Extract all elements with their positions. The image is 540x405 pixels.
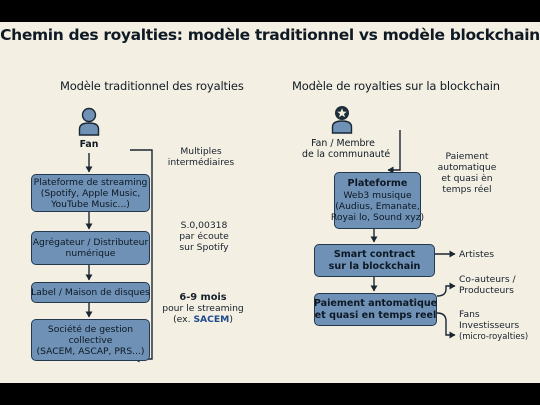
box-line: Société de gestion	[47, 323, 134, 335]
box-line: Plateforme	[347, 178, 408, 189]
box-line: numérique	[65, 248, 116, 259]
label-box: Label / Maison de disques	[31, 282, 150, 303]
box-line: sur la blockchain	[328, 260, 421, 272]
letterbox-top	[0, 0, 540, 22]
note-line: Paiement	[445, 151, 489, 162]
recipient-artists: Artistes	[459, 249, 495, 260]
note-line: et quasi èn	[441, 173, 493, 184]
note-line: Investisseurs	[459, 320, 520, 331]
box-line: Label / Maison de disques	[31, 287, 150, 298]
box-line: collective	[68, 334, 113, 346]
streaming-platform-box: Plateforme de streaming (Spotify, Apple …	[31, 174, 150, 212]
note-line: automatique	[437, 162, 497, 173]
box-line: Paiement antomatique	[313, 297, 438, 309]
note-text: )	[229, 314, 233, 325]
note-line: intermédiaires	[167, 157, 235, 168]
box-line: (SACEM, ASCAP, PRS...)	[36, 345, 145, 357]
note-auto-payment: Paiement automatique et quasi èn temps r…	[432, 151, 502, 195]
note-line: temps réel	[442, 184, 492, 195]
box-line: Agrégateur / Distributeur	[32, 237, 149, 248]
left-heading: Modèle traditionnel des royalties	[60, 79, 244, 93]
recipient-coauthors: Co-auteurs / Producteurs	[459, 274, 516, 296]
note-line: par écoute	[179, 231, 229, 242]
automatic-payment-box: Paiement antomatique et quasi en temps r…	[314, 293, 437, 326]
arrow-payment-to-fans	[436, 312, 456, 339]
letterbox-bottom	[0, 383, 540, 405]
label-line: de la communauté	[302, 149, 391, 160]
web3-platform-box: Plateforme Web3 musique (Audius, Emanate…	[330, 172, 425, 229]
collective-society-box: Société de gestion collective (SACEM, AS…	[31, 319, 150, 361]
note-line: (micro-royalties)	[459, 331, 529, 341]
box-line: Smart contract	[333, 248, 416, 260]
note-line: Co-auteurs /	[459, 274, 516, 285]
note-intermediaries: Multiples intermédiaires	[163, 146, 239, 168]
box-line: et quasi en temps reel	[314, 309, 437, 321]
person-icon	[78, 107, 100, 141]
box-line: Web3 musique	[343, 190, 412, 201]
note-line: sur Spotify	[179, 242, 229, 253]
note-text: (ex.	[173, 314, 194, 325]
note-line: pour le streaming	[162, 303, 244, 314]
note-accent: SACEM	[193, 314, 230, 325]
note-line: Producteurs	[459, 285, 514, 296]
note-line: (ex. SACEM)	[158, 314, 248, 325]
right-heading: Modèle de royalties sur la blockchain	[292, 79, 500, 93]
smart-contract-box: Smart contract sur la blockchain	[314, 244, 435, 277]
label-line: Fan / Membre	[311, 138, 375, 149]
box-line: Royai lo, Sound xyz)	[330, 212, 425, 223]
aggregator-box: Agrégateur / Distributeur numérique	[31, 231, 150, 265]
box-line: (Spotify, Apple Music,	[40, 187, 141, 199]
note-line: 6-9 mois	[179, 292, 227, 303]
diagram-title: Chemin des royalties: modèle traditionne…	[0, 26, 540, 44]
note-per-stream: S.0,00318 par écoute sur Spotify	[166, 220, 242, 253]
note-line: Fans	[459, 309, 480, 320]
arrow-member-to-platform	[387, 130, 401, 174]
arrow-payment-to-coauthors	[436, 282, 456, 297]
note-payment-delay: 6-9 mois pour le streaming (ex. SACEM)	[158, 292, 248, 325]
right-actor-label: Fan / Membre de la communauté	[302, 138, 391, 160]
box-line: Plateforme de streaming	[33, 176, 148, 188]
person-star-icon	[331, 105, 353, 139]
note-line: S.0,00318	[180, 220, 228, 231]
box-line: YouTube Music...)	[51, 198, 130, 210]
left-actor-label: Fan	[79, 139, 99, 150]
recipient-fans: Fans Investisseurs (micro-royalties)	[459, 309, 528, 342]
box-line: (Audius, Emanate,	[335, 201, 420, 212]
note-line: Multiples	[180, 146, 222, 157]
